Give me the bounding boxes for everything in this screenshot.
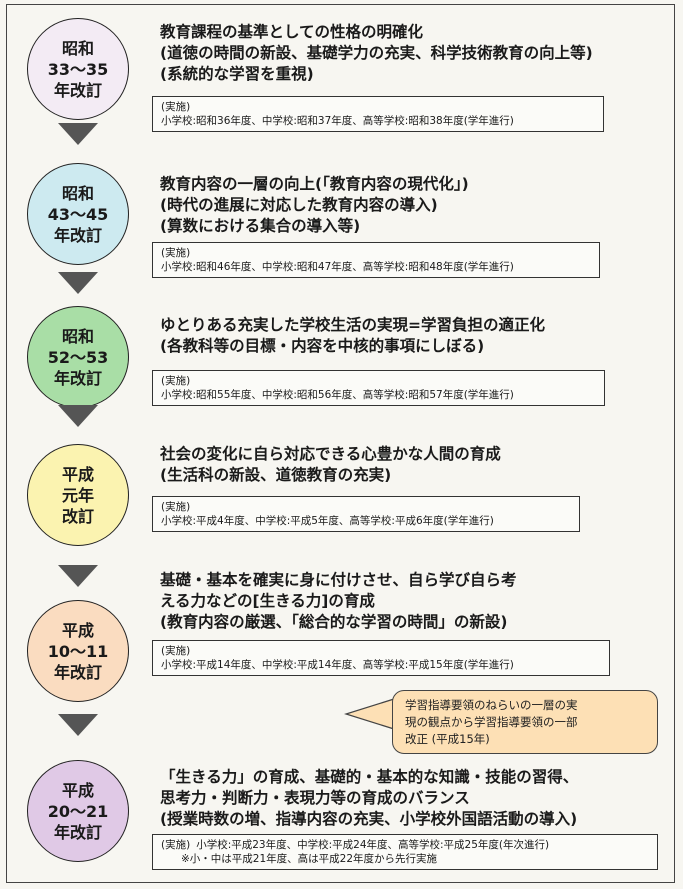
heading-line: (授業時数の増、指導内容の充実、小学校外国語活動の導入) <box>160 810 578 828</box>
heading-line: 「生きる力」の育成、基礎的・基本的な知識・技能の習得、 <box>160 768 579 786</box>
implementation-box: (実施) 小学校:平成4年度、中学校:平成5年度、高等学校:平成6年度(学年進行… <box>152 496 580 532</box>
heading-line: 思考力・判断力・表現力等の育成のバランス <box>160 789 470 807</box>
heading-line: (生活科の新設、道徳教育の充実) <box>160 466 392 484</box>
era-line: 元年 <box>61 485 94 505</box>
implementation-text: 小学校:昭和36年度、中学校:昭和37年度、高等学校:昭和38年度(学年進行) <box>161 115 514 127</box>
era-circle-showa-43-45: 昭和 43〜45 年改訂 <box>27 163 129 265</box>
heading-line: (教育内容の厳選、「総合的な学習の時間」の新設) <box>160 613 508 631</box>
callout-line: 現の観点から学習指導要領の一部 <box>405 715 578 729</box>
implementation-box: (実施) 小学校:昭和46年度、中学校:昭和47年度、高等学校:昭和48年度(学… <box>152 242 600 278</box>
callout-line: 改正 (平成15年) <box>405 732 490 746</box>
down-arrow-icon <box>58 123 98 145</box>
era-line: 昭和 <box>61 183 94 203</box>
era-line: 33〜35 <box>47 59 109 79</box>
down-arrow-icon <box>58 565 98 587</box>
implementation-label: (実施) <box>161 645 191 657</box>
implementation-label: (実施) <box>161 501 191 513</box>
era-line: 昭和 <box>61 326 94 346</box>
implementation-label: (実施) <box>161 375 191 387</box>
implementation-text: 小学校:平成14年度、中学校:平成14年度、高等学校:平成15年度(学年進行) <box>161 659 514 671</box>
heading-line: (時代の進展に対応した教育内容の導入) <box>160 196 438 214</box>
era-line: 52〜53 <box>47 347 109 367</box>
era-circle-showa-52-53: 昭和 52〜53 年改訂 <box>27 306 129 408</box>
era-line: 昭和 <box>61 38 94 58</box>
era-line: 年改訂 <box>53 368 102 388</box>
implementation-box: (実施) 小学校:平成14年度、中学校:平成14年度、高等学校:平成15年度(学… <box>152 640 610 676</box>
era-line: 年改訂 <box>53 662 102 682</box>
heading-line: 社会の変化に自ら対応できる心豊かな人間の育成 <box>160 445 501 463</box>
heading-line: ゆとりある充実した学校生活の実現=学習負担の適正化 <box>160 316 545 334</box>
revision-heading: 社会の変化に自ら対応できる心豊かな人間の育成 (生活科の新設、道徳教育の充実) <box>160 444 501 486</box>
implementation-text: 小学校:平成4年度、中学校:平成5年度、高等学校:平成6年度(学年進行) <box>161 515 494 527</box>
era-line: 年改訂 <box>53 80 102 100</box>
page-border <box>6 4 675 883</box>
era-line: 10〜11 <box>47 641 109 661</box>
era-line: 年改訂 <box>53 225 102 245</box>
down-arrow-icon <box>58 272 98 294</box>
implementation-label: (実施) <box>161 101 191 113</box>
revision-heading: 基礎・基本を確実に身に付けさせ、自ら学び自ら考 える力などの[生きる力]の育成 … <box>160 570 517 633</box>
era-line: 年改訂 <box>53 822 102 842</box>
down-arrow-icon <box>58 714 98 736</box>
era-line: 平成 <box>61 464 94 484</box>
heading-line: (各教科等の目標・内容を中核的事項にしぼる) <box>160 337 485 355</box>
heading-line: (系統的な学習を重視) <box>160 65 314 83</box>
era-line: 43〜45 <box>47 204 109 224</box>
heading-line: 基礎・基本を確実に身に付けさせ、自ら学び自ら考 <box>160 571 517 589</box>
partial-revision-callout: 学習指導要領のねらいの一層の実 現の観点から学習指導要領の一部 改正 (平成15… <box>392 690 658 754</box>
revision-heading: 教育課程の基準としての性格の明確化 (道徳の時間の新設、基礎学力の充実、科学技術… <box>160 22 593 85</box>
implementation-box: (実施) 小学校:平成23年度、中学校:平成24年度、高等学校:平成25年度(年次… <box>152 834 658 870</box>
revision-heading: ゆとりある充実した学校生活の実現=学習負担の適正化 (各教科等の目標・内容を中核… <box>160 315 545 357</box>
implementation-box: (実施) 小学校:昭和36年度、中学校:昭和37年度、高等学校:昭和38年度(学… <box>152 96 604 132</box>
implementation-label: (実施) <box>161 247 191 259</box>
heading-line: 教育内容の一層の向上(「教育内容の現代化」) <box>160 175 469 193</box>
era-line: 平成 <box>61 620 94 640</box>
implementation-note: ※小・中は平成21年度、高は平成22年度から先行実施 <box>181 853 438 865</box>
down-arrow-icon <box>58 405 98 427</box>
era-circle-showa-33-35: 昭和 33〜35 年改訂 <box>27 18 129 120</box>
heading-line: える力などの[生きる力]の育成 <box>160 592 375 610</box>
implementation-box: (実施) 小学校:昭和55年度、中学校:昭和56年度、高等学校:昭和57年度(学… <box>152 370 605 406</box>
revision-heading: 「生きる力」の育成、基礎的・基本的な知識・技能の習得、 思考力・判断力・表現力等… <box>160 767 578 830</box>
revision-heading: 教育内容の一層の向上(「教育内容の現代化」) (時代の進展に対応した教育内容の導… <box>160 174 469 237</box>
era-line: 20〜21 <box>47 801 109 821</box>
era-circle-heisei-20-21: 平成 20〜21 年改訂 <box>27 760 129 862</box>
implementation-text: 小学校:平成23年度、中学校:平成24年度、高等学校:平成25年度(年次進行) <box>196 839 550 851</box>
era-circle-heisei-10-11: 平成 10〜11 年改訂 <box>27 600 129 702</box>
implementation-text: 小学校:昭和55年度、中学校:昭和56年度、高等学校:昭和57年度(学年進行) <box>161 389 514 401</box>
heading-line: (算数における集合の導入等) <box>160 217 361 235</box>
implementation-text: 小学校:昭和46年度、中学校:昭和47年度、高等学校:昭和48年度(学年進行) <box>161 261 514 273</box>
era-line: 改訂 <box>61 506 94 526</box>
callout-line: 学習指導要領のねらいの一層の実 <box>405 698 578 712</box>
era-circle-heisei-gannen: 平成 元年 改訂 <box>27 444 129 546</box>
callout-pointer-icon <box>344 698 395 730</box>
heading-line: (道徳の時間の新設、基礎学力の充実、科学技術教育の向上等) <box>160 44 593 62</box>
era-line: 平成 <box>61 780 94 800</box>
implementation-label: (実施) <box>161 839 191 851</box>
heading-line: 教育課程の基準としての性格の明確化 <box>160 23 424 41</box>
